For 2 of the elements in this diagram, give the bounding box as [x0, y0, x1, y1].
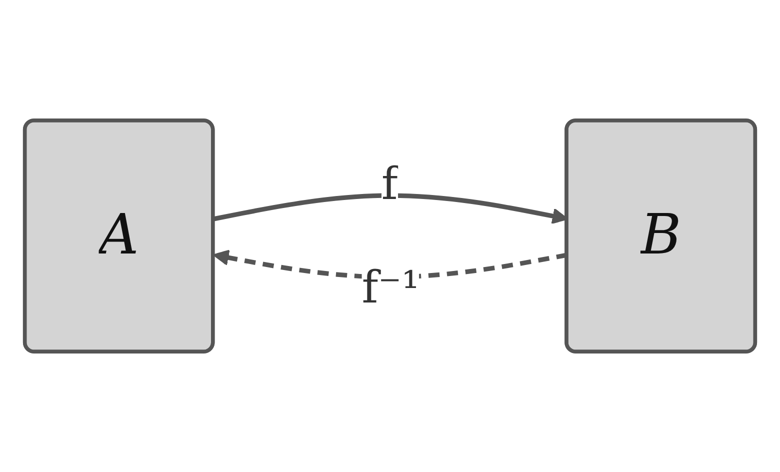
edge-label: f [381, 158, 398, 210]
edge-label: f⁻¹ [362, 262, 420, 314]
